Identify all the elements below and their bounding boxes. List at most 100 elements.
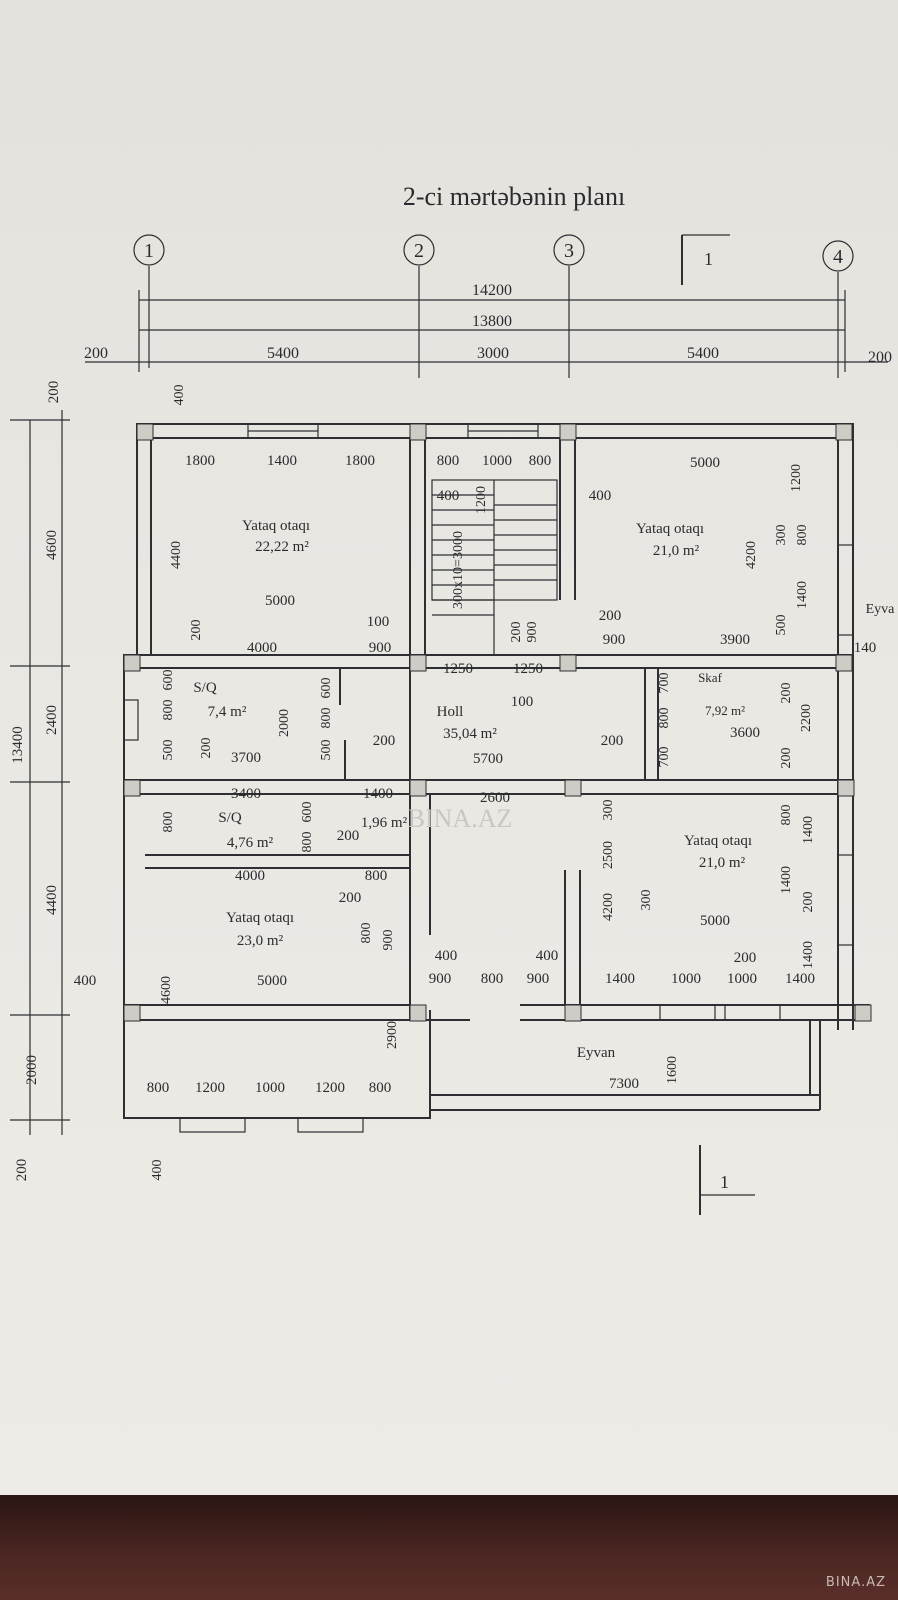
dim-3400: 3400: [231, 786, 261, 802]
dim-800: 800: [365, 868, 388, 884]
dim-3600: 3600: [730, 725, 760, 741]
dim-900: 900: [603, 632, 626, 648]
dim-800: 1400: [801, 816, 816, 844]
dim-left-total: 13400: [10, 726, 26, 764]
dim-left-2000: 2000: [24, 1055, 40, 1085]
room-name-wc-1: S/Q: [193, 680, 217, 696]
dim-800: 800: [147, 1080, 170, 1096]
dim-4000: 4000: [247, 640, 277, 656]
dim-1800: 1800: [185, 453, 215, 469]
dim-800: 800: [369, 1080, 392, 1096]
dim-600: 600: [161, 670, 176, 691]
dim-2000: 2000: [277, 709, 292, 737]
dim-1800: 1800: [345, 453, 375, 469]
axis-bubble-4: [822, 240, 854, 272]
dim-4400-room: 4400: [169, 541, 184, 569]
dim-left-4600: 4600: [44, 530, 60, 560]
room-name-hall: Holl: [437, 704, 464, 720]
dim-900: 900: [381, 930, 396, 951]
dim-900: 900: [369, 640, 392, 656]
room-name-balcony: Eyvan: [577, 1045, 616, 1061]
room-name-balcony-right: Eyva: [866, 602, 896, 617]
axis-label-2: 2: [414, 240, 424, 262]
dim-1400: 1400: [785, 971, 815, 987]
dim-500: 500: [774, 615, 789, 636]
room-name-bedroom-1: Yataq otaqı: [242, 518, 310, 534]
dim-stair-steps: 300x10=3000: [451, 531, 466, 609]
room-area-wc-2: 4,76 m²: [227, 835, 274, 851]
dim-400: 400: [435, 948, 458, 964]
dim-140: 140: [854, 640, 877, 656]
room-name-bedroom-2: Yataq otaqı: [636, 521, 704, 537]
dim-4200: 4200: [744, 541, 759, 569]
dim-300: 300: [774, 525, 789, 546]
dim-700: 700: [657, 673, 672, 694]
dim-left-2400: 2400: [44, 705, 60, 735]
dim-200: 200: [199, 738, 214, 759]
room-area-bedroom-3: 21,0 m²: [699, 855, 746, 871]
dim-1200: 1200: [789, 464, 804, 492]
dim-900: 900: [429, 971, 452, 987]
room-area-bedroom-2: 21,0 m²: [653, 543, 700, 559]
dim-100: 100: [367, 614, 390, 630]
dim-400: 400: [589, 488, 612, 504]
axis-label-3: 3: [564, 240, 574, 262]
dim-1250: 1250: [513, 661, 543, 677]
plan-title: 2-ci mərtəbənin planı: [403, 182, 625, 211]
dim-200: 200: [779, 748, 794, 769]
dim-5000: 5000: [257, 973, 287, 989]
dim-5000: 5000: [700, 913, 730, 929]
room-area-wc-1: 7,4 m²: [208, 704, 247, 720]
dim-right-ext: 200: [868, 349, 892, 366]
axis-bubble-1: [133, 234, 165, 266]
dim-5700: 5700: [473, 751, 503, 767]
dim-3900: 3900: [720, 632, 750, 648]
dim-1400: 1400: [795, 581, 810, 609]
dim-800: 800: [657, 708, 672, 729]
dim-800: 800: [359, 923, 374, 944]
dim-200: 200: [779, 683, 794, 704]
axis-label-1: 1: [144, 240, 154, 262]
dim-1200: 1200: [195, 1080, 225, 1096]
dim-800: 800: [161, 700, 176, 721]
dim-2600: 2600: [480, 790, 510, 806]
watermark-center: BINA.AZ: [408, 804, 513, 833]
dim-span-2-3: 3000: [477, 345, 509, 362]
dim-200: 200: [734, 950, 757, 966]
dim-left-ext: 200: [84, 345, 108, 362]
dim-800: 800: [437, 453, 460, 469]
dim-800: 800: [300, 832, 315, 853]
paper-sheet: [0, 0, 898, 1495]
dim-left-4400: 4400: [44, 885, 60, 915]
table-edge: [0, 1495, 898, 1600]
room-area-small: 1,96 m²: [361, 815, 408, 831]
axis-bubble-2: [403, 234, 435, 266]
dim-100: 100: [511, 694, 534, 710]
dim-total-13800: 13800: [472, 313, 512, 330]
dim-1000: 1000: [671, 971, 701, 987]
dim-1400: 1400: [801, 941, 816, 969]
dim-400-top: 400: [172, 385, 187, 406]
dim-4000: 4000: [235, 868, 265, 884]
dim-1200: 1200: [315, 1080, 345, 1096]
dim-700: 700: [657, 747, 672, 768]
dim-800: 800: [795, 525, 810, 546]
dim-5000: 5000: [265, 593, 295, 609]
room-name-wc-2: S/Q: [218, 810, 242, 826]
dim-600: 600: [319, 678, 334, 699]
dim-2200: 2200: [799, 704, 814, 732]
dim-left-top-200: 200: [46, 381, 62, 404]
room-area-bedroom-4: 23,0 m²: [237, 933, 284, 949]
dim-1400: 800: [161, 812, 176, 833]
dim-400: 400: [437, 488, 460, 504]
dim-400: 400: [74, 973, 97, 989]
dim-900: 900: [525, 622, 540, 643]
room-name-closet: Skaf: [698, 670, 723, 685]
dim-2500: 4200: [601, 893, 616, 921]
dim-500: 500: [319, 740, 334, 761]
room-name-bedroom-4: Yataq otaqı: [226, 910, 294, 926]
section-mark-top: 1: [704, 249, 713, 269]
watermark-corner: BINA.AZ: [825, 1575, 886, 1590]
dim-1000: 1000: [727, 971, 757, 987]
dim-span-3-4: 5400: [687, 345, 719, 362]
